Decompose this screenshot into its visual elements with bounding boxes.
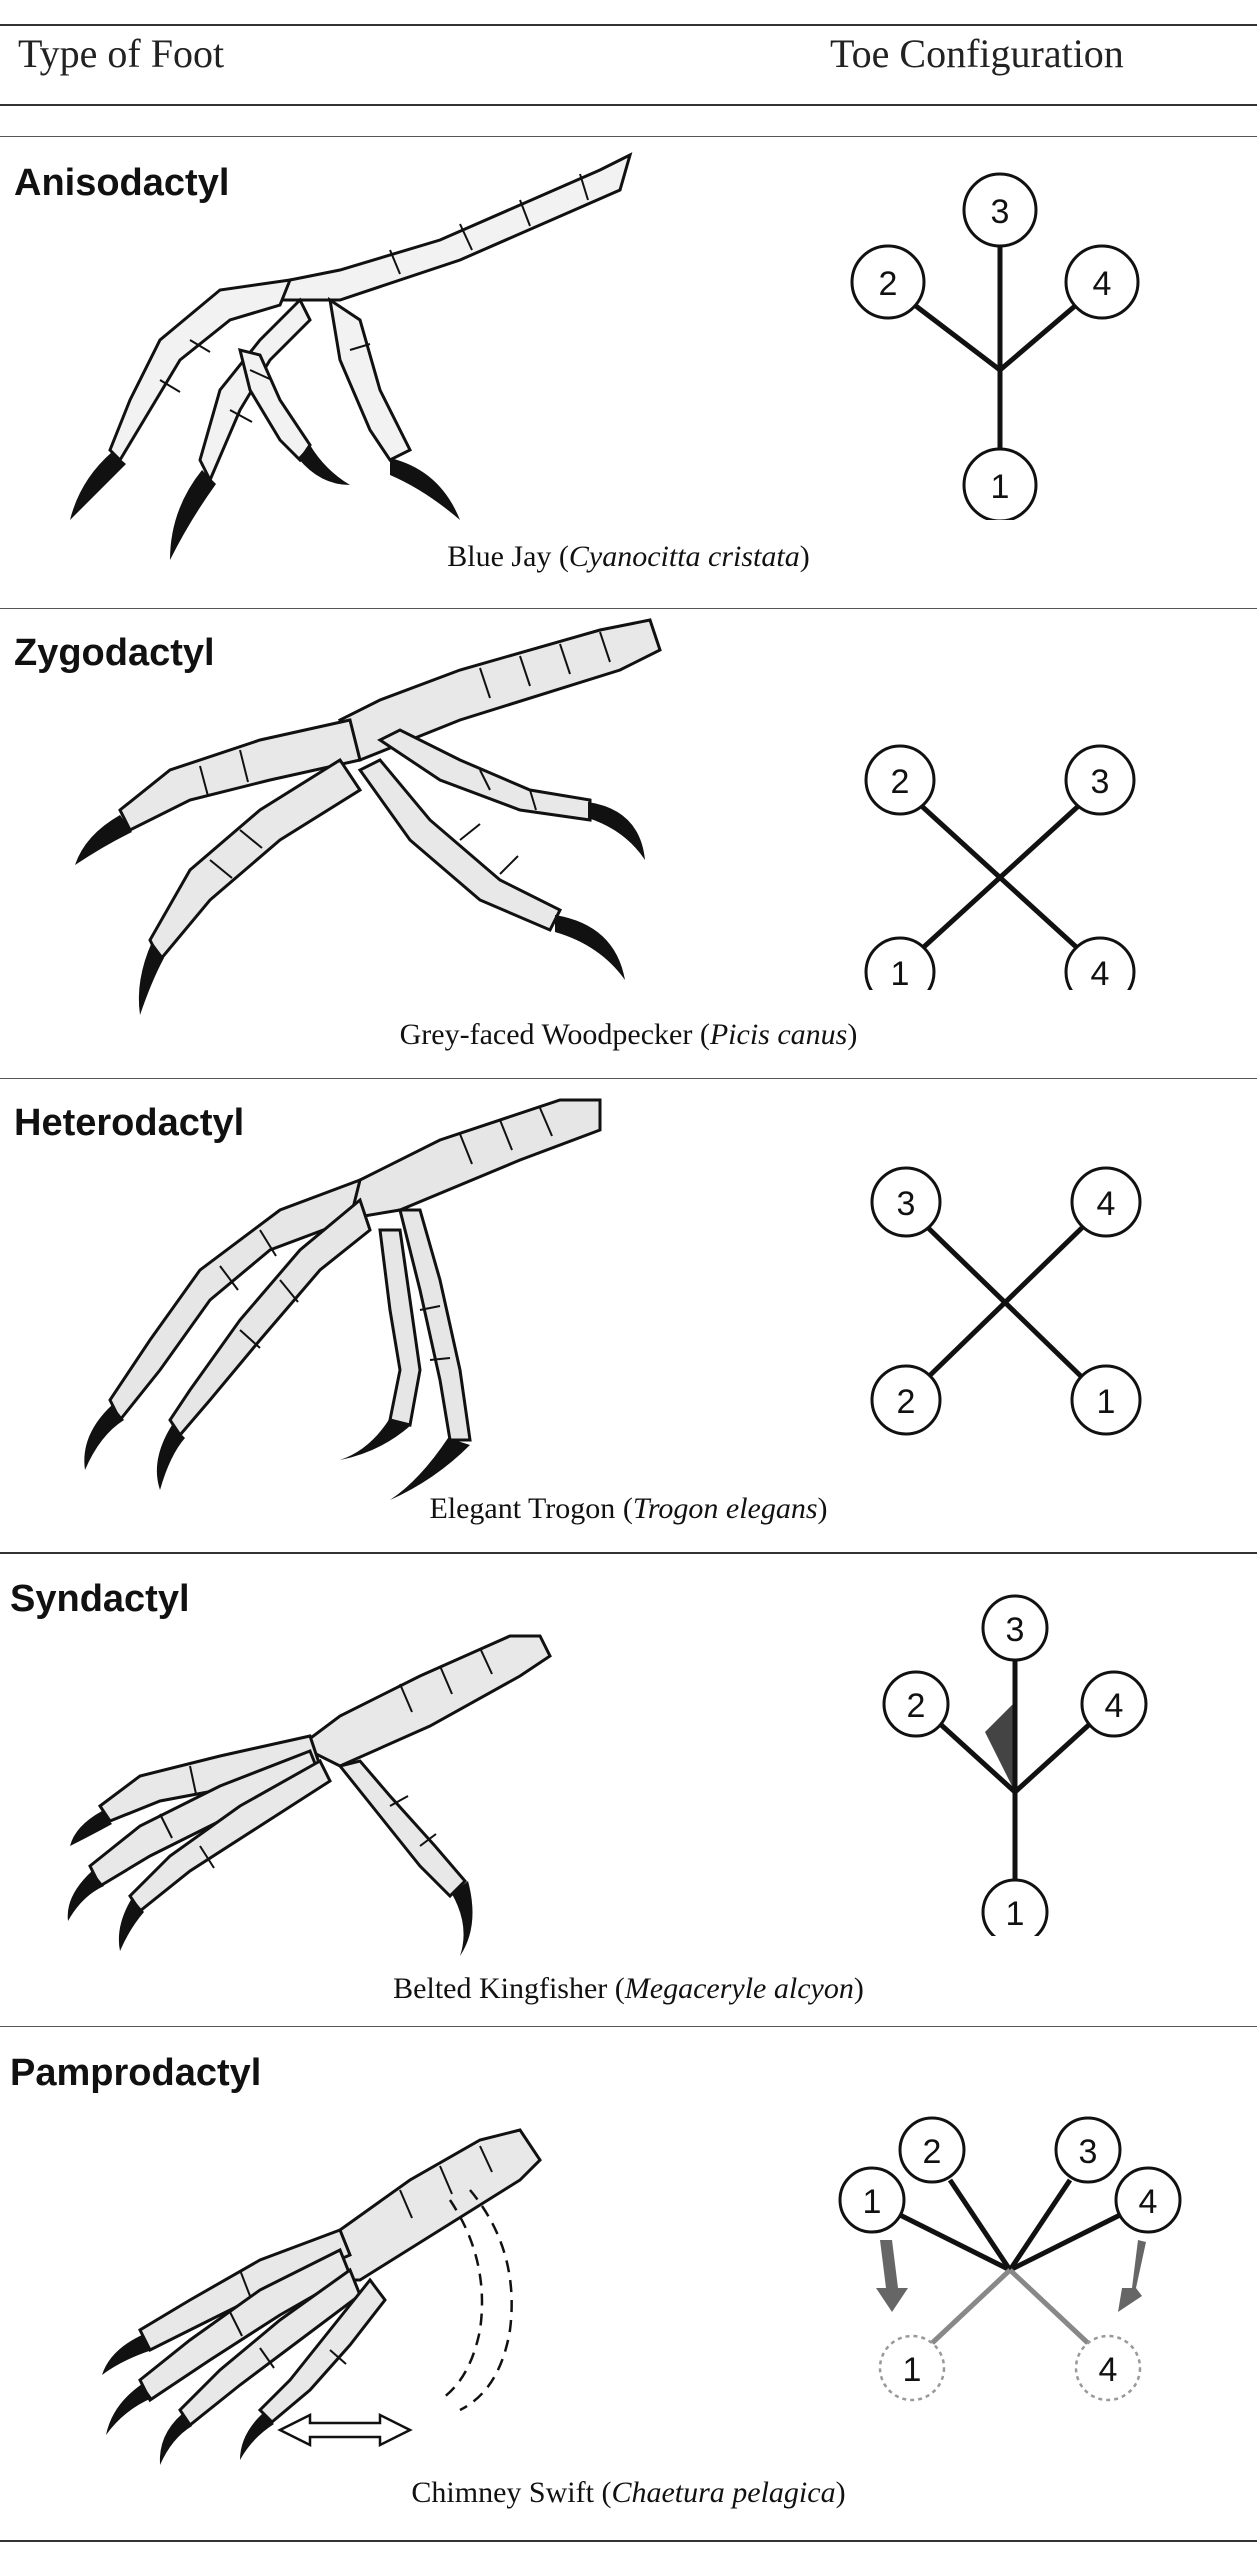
section-divider xyxy=(0,608,1257,609)
toe-circle xyxy=(898,2116,966,2184)
section-title: Syndactyl xyxy=(10,1578,190,1620)
toe-circle xyxy=(882,1670,950,1738)
scientific-name: Picis canus xyxy=(709,1018,848,1051)
foot-illustration-syndactyl xyxy=(67,1634,552,1956)
toe-label: 2 xyxy=(879,265,898,303)
common-name: Chimney Swift xyxy=(411,2476,594,2509)
toe-label-reversed: 1 xyxy=(903,2351,922,2389)
toe-circle xyxy=(1070,1364,1142,1436)
section-title: Pamprodactyl xyxy=(10,2052,262,2094)
toe-diagram-zygodactyl: 2 3 1 4 xyxy=(864,744,1136,990)
toe-label-reversed: 4 xyxy=(1099,2351,1118,2389)
toe-diagram-heterodactyl: 3 4 2 1 xyxy=(870,1166,1142,1436)
toe-circle xyxy=(864,936,936,990)
common-name: Belted Kingfisher xyxy=(393,1972,608,2005)
common-name: Blue Jay xyxy=(447,540,552,573)
scientific-name: Cyanocitta cristata xyxy=(568,540,800,573)
toe-label: 4 xyxy=(1093,265,1112,303)
toe-label: 4 xyxy=(1091,955,1110,990)
toe-circle xyxy=(1114,2166,1182,2234)
toe-circle xyxy=(981,1594,1049,1662)
section-title: Zygodactyl xyxy=(14,632,215,674)
header-rule xyxy=(0,104,1257,106)
toe-label: 1 xyxy=(991,468,1010,506)
common-name: Grey-faced Woodpecker xyxy=(399,1018,693,1051)
toe-circle-reversed xyxy=(1074,2334,1142,2402)
species-caption: Grey-faced Woodpecker (Picis canus) xyxy=(399,1018,858,1051)
toe-label: 4 xyxy=(1105,1687,1124,1725)
section-divider xyxy=(0,2026,1257,2027)
scientific-name: Chaetura pelagica xyxy=(611,2476,836,2509)
section-title: Heterodactyl xyxy=(14,1102,245,1144)
toe-circle xyxy=(981,1878,1049,1936)
toe-label: 3 xyxy=(1079,2133,1098,2171)
toe-circle xyxy=(1080,1670,1148,1738)
toe-label: 1 xyxy=(891,955,910,990)
toe-circle xyxy=(838,2166,906,2234)
toe-label: 3 xyxy=(1091,763,1110,801)
section-pamprodactyl: Pamprodactyl xyxy=(0,2030,1257,2530)
reversible-toe-outline xyxy=(439,2189,513,2412)
common-name: Elegant Trogon xyxy=(429,1492,616,1525)
toe-label: 3 xyxy=(897,1185,916,1223)
toe-label: 2 xyxy=(897,1383,916,1421)
section-divider xyxy=(0,1078,1257,1079)
double-arrow-icon xyxy=(277,2412,413,2448)
toe-circle xyxy=(1064,244,1140,320)
toe-label: 2 xyxy=(907,1687,926,1725)
toe-diagram-pamprodactyl: 2 3 1 4 1 4 xyxy=(838,2116,1182,2402)
toe-circle xyxy=(850,244,926,320)
species-caption: Blue Jay (Cyanocitta cristata) xyxy=(447,540,810,573)
toe-label: 1 xyxy=(863,2183,882,2221)
toe-circle xyxy=(1070,1166,1142,1238)
foot-illustration-pamprodactyl xyxy=(102,2128,542,2465)
toe-label: 3 xyxy=(991,193,1010,231)
toe-label: 4 xyxy=(1097,1185,1116,1223)
scientific-name: Trogon elegans xyxy=(632,1492,818,1525)
toe-circle xyxy=(870,1166,942,1238)
section-syndactyl: Syndactyl xyxy=(0,1556,1257,2026)
toe-diagram-syndactyl: 3 2 4 1 xyxy=(882,1594,1148,1936)
top-rule xyxy=(0,24,1257,26)
rotation-arrow-icon xyxy=(876,2240,1146,2312)
toe-label: 1 xyxy=(1097,1383,1116,1421)
section-anisodactyl: Anisodactyl xyxy=(0,140,1257,610)
foot-illustration-heterodactyl xyxy=(84,1098,602,1500)
toe-circle xyxy=(864,744,936,816)
toe-label: 2 xyxy=(891,763,910,801)
section-divider xyxy=(0,1552,1257,1554)
toe-circle xyxy=(1064,744,1136,816)
species-caption: Chimney Swift (Chaetura pelagica) xyxy=(411,2476,846,2509)
foot-illustration-zygodactyl xyxy=(75,618,662,1015)
toe-diagram-anisodactyl: 3 2 4 1 xyxy=(850,172,1140,520)
species-caption: Elegant Trogon (Trogon elegans) xyxy=(429,1492,828,1525)
fused-toe-webbing xyxy=(985,1702,1015,1792)
toe-circle xyxy=(1054,2116,1122,2184)
section-title: Anisodactyl xyxy=(14,162,230,204)
toe-label: 2 xyxy=(923,2133,942,2171)
toe-label: 4 xyxy=(1139,2183,1158,2221)
toe-circle xyxy=(1064,936,1136,990)
foot-illustration-anisodactyl xyxy=(70,152,633,560)
toe-label: 1 xyxy=(1006,1895,1025,1933)
toe-label: 3 xyxy=(1006,1611,1025,1649)
column-header-type: Type of Foot xyxy=(18,31,225,76)
toe-circle xyxy=(870,1364,942,1436)
header-rule-2 xyxy=(0,136,1257,137)
section-heterodactyl: Heterodactyl xyxy=(0,1080,1257,1550)
species-caption: Belted Kingfisher (Megaceryle alcyon) xyxy=(393,1972,864,2005)
toe-circle xyxy=(962,447,1038,520)
scientific-name: Megaceryle alcyon xyxy=(624,1972,854,2005)
column-header-toes: Toe Configuration xyxy=(830,31,1124,76)
section-zygodactyl: Zygodactyl xyxy=(0,610,1257,1080)
bottom-rule xyxy=(0,2540,1257,2542)
toe-circle xyxy=(962,172,1038,248)
toe-circle-reversed xyxy=(878,2334,946,2402)
